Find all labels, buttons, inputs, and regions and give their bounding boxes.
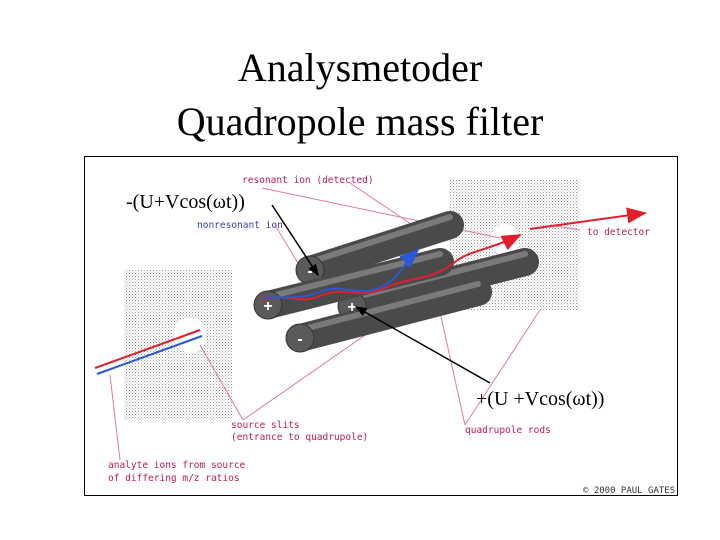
nonresonant-ion-path <box>261 248 420 299</box>
eq-top-pointer <box>271 204 319 277</box>
exiting-ion-red <box>529 207 647 230</box>
incoming-ion-red <box>94 329 201 369</box>
eq-bottom-pointer <box>354 306 491 384</box>
rod-bottom <box>285 278 492 353</box>
nonresonant-ion-label: nonresonant ion <box>197 220 283 231</box>
analyte-label-1: analyte ions from source <box>108 460 246 471</box>
equation-bottom: +(U +Vcos(ωt)) <box>476 388 604 410</box>
quadrupole-rods-label: quadrupole rods <box>465 425 551 436</box>
copyright-label: © 2000 PAUL GATES <box>583 486 675 496</box>
incoming-ion-blue <box>96 335 203 375</box>
analyte-label-2: of differing m/z ratios <box>108 473 240 484</box>
to-detector-label: to detector <box>587 227 650 238</box>
label-leaders <box>109 182 581 461</box>
title-line-2: Quadropole mass filter <box>176 99 544 144</box>
equation-top: -(U+Vcos(ωt)) <box>126 191 245 213</box>
source-slits-label-1: source slits <box>231 420 300 431</box>
title-line-1: Analysmetoder <box>237 45 483 90</box>
resonant-ion-label: resonant ion (detected) <box>242 175 374 186</box>
rod-sign-left: + <box>263 298 272 315</box>
resonant-ion-path <box>261 234 522 301</box>
rod-sign-right: + <box>347 299 356 316</box>
source-slits-label-2: (entrance to quadrupole) <box>231 432 368 443</box>
rod-sign-bottom: - <box>297 331 302 348</box>
